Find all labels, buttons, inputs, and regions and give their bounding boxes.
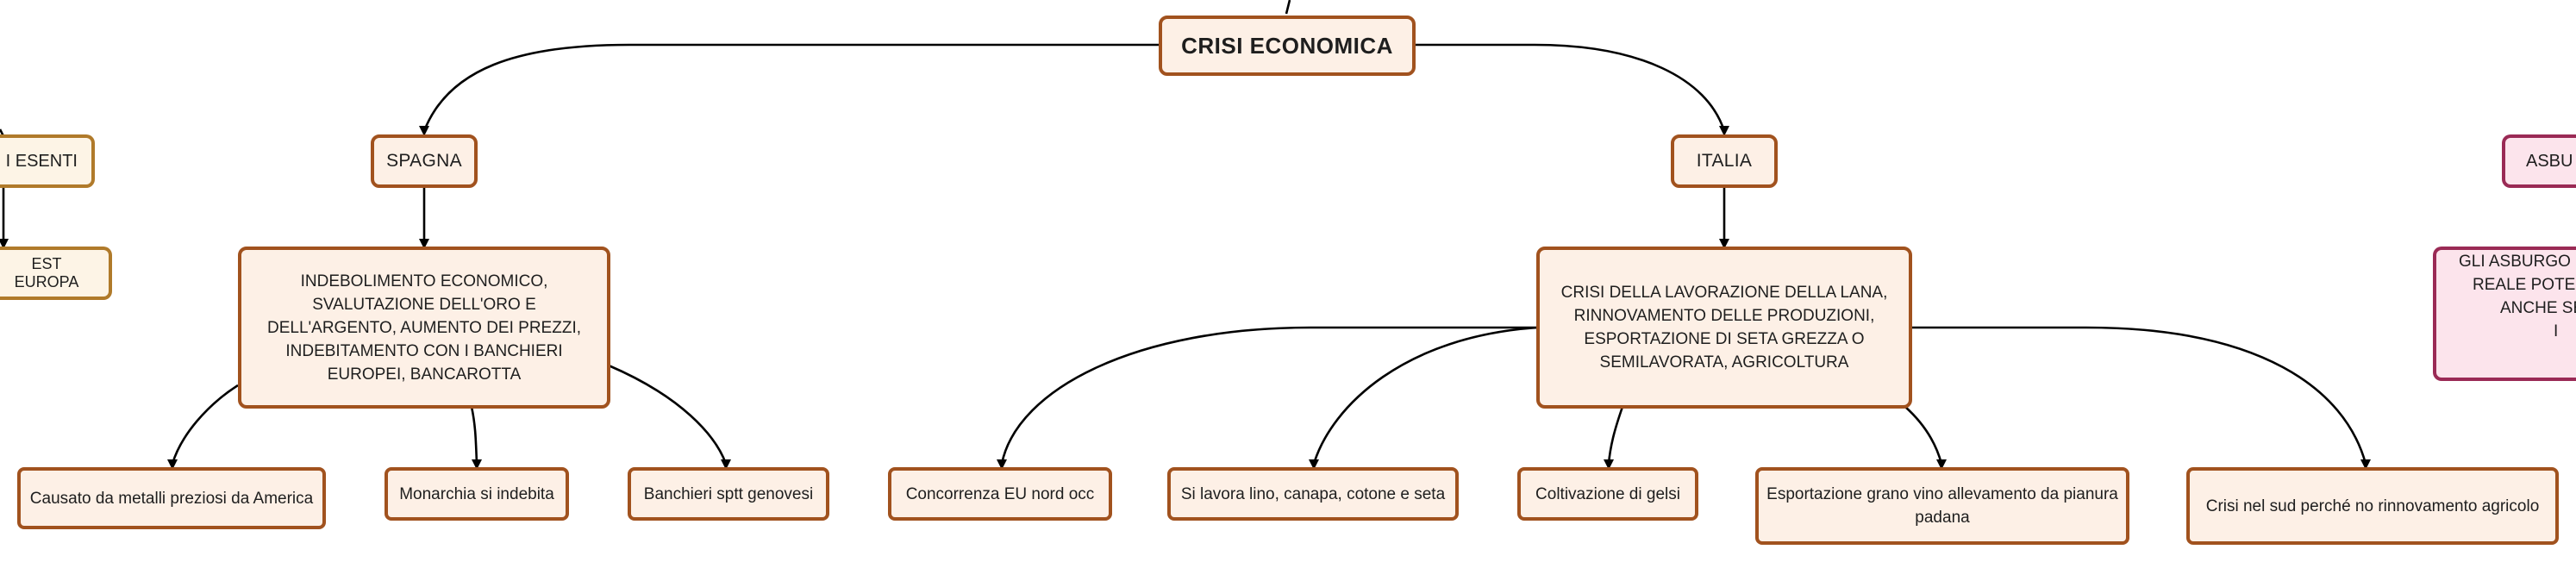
italia-detail-node[interactable]: CRISI DELLA LAVORAZIONE DELLA LANA, RINN… bbox=[1536, 247, 1912, 409]
italia-detail-text: CRISI DELLA LAVORAZIONE DELLA LANA, RINN… bbox=[1560, 284, 1888, 372]
edge-italia-leaf-1 bbox=[1000, 326, 1538, 465]
spagna-leaf-3[interactable]: Banchieri sptt genovesi bbox=[628, 467, 829, 521]
italia-leaf-4-text: Esportazione grano vino allevamento da p… bbox=[1766, 485, 2118, 527]
italia-leaf-2[interactable]: Si lavora lino, canapa, cotone e seta bbox=[1167, 467, 1459, 521]
italia-leaf-1-text: Concorrenza EU nord occ bbox=[905, 484, 1095, 503]
right-partial-label: ASBU bbox=[2526, 151, 2573, 171]
left-partial-node[interactable]: I ESENTI bbox=[0, 134, 95, 188]
italia-leaf-5[interactable]: Crisi nel sud perché no rinnovamento agr… bbox=[2186, 467, 2559, 545]
italia-leaf-5-text: Crisi nel sud perché no rinnovamento agr… bbox=[2205, 496, 2540, 515]
right-partial-line-4: I bbox=[2554, 322, 2559, 340]
edge-spagna-leaf-1 bbox=[171, 384, 239, 465]
edge-italia-leaf-4 bbox=[1904, 406, 1943, 465]
spagna-detail-text: INDEBOLIMENTO ECONOMICO, SVALUTAZIONE DE… bbox=[267, 272, 581, 384]
right-partial-node[interactable]: ASBU bbox=[2502, 134, 2576, 188]
root-label: CRISI ECONOMICA bbox=[1181, 32, 1393, 59]
spagna-leaf-1[interactable]: Causato da metalli preziosi da America bbox=[17, 467, 326, 529]
italia-leaf-1[interactable]: Concorrenza EU nord occ bbox=[888, 467, 1112, 521]
spagna-label: SPAGNA bbox=[386, 151, 462, 171]
spagna-node[interactable]: SPAGNA bbox=[371, 134, 478, 188]
edge-italia-leaf-3 bbox=[1607, 406, 1624, 465]
edge-root-spagna bbox=[422, 43, 1160, 132]
italia-leaf-3-text: Coltivazione di gelsi bbox=[1535, 484, 1680, 503]
spagna-leaf-1-text: Causato da metalli preziosi da America bbox=[29, 489, 314, 508]
edge-root-italia bbox=[1416, 43, 1726, 132]
edge-italia-leaf-5 bbox=[1910, 326, 2367, 465]
right-partial-line-3: ANCHE SE I bbox=[2500, 299, 2576, 317]
edge-spagna-leaf-3 bbox=[608, 364, 728, 465]
edge-italia-leaf-2 bbox=[1312, 326, 1539, 465]
left-partial-child-label: EST EUROPA bbox=[14, 255, 79, 290]
left-partial-child-node[interactable]: EST EUROPA bbox=[0, 247, 112, 300]
edge-parent-root bbox=[1285, 0, 1291, 15]
right-partial-line-1: GLI ASBURGO D bbox=[2459, 253, 2576, 271]
italia-label: ITALIA bbox=[1696, 151, 1753, 171]
left-partial-label: I ESENTI bbox=[5, 151, 78, 171]
italia-leaf-2-text: Si lavora lino, canapa, cotone e seta bbox=[1180, 484, 1446, 503]
italia-node[interactable]: ITALIA bbox=[1671, 134, 1778, 188]
spagna-leaf-3-text: Banchieri sptt genovesi bbox=[643, 484, 814, 503]
edge-spagna-leaf-2 bbox=[470, 406, 478, 465]
italia-leaf-3[interactable]: Coltivazione di gelsi bbox=[1517, 467, 1698, 521]
spagna-detail-node[interactable]: INDEBOLIMENTO ECONOMICO, SVALUTAZIONE DE… bbox=[238, 247, 610, 409]
root-node[interactable]: CRISI ECONOMICA bbox=[1159, 16, 1416, 76]
italia-leaf-4[interactable]: Esportazione grano vino allevamento da p… bbox=[1755, 467, 2129, 545]
right-partial-detail-node[interactable]: GLI ASBURGO D REALE POTER ANCHE SE I I bbox=[2433, 247, 2576, 381]
spagna-leaf-2[interactable]: Monarchia si indebita bbox=[385, 467, 569, 521]
spagna-leaf-2-text: Monarchia si indebita bbox=[399, 484, 554, 503]
right-partial-line-2: REALE POTER bbox=[2473, 276, 2576, 294]
